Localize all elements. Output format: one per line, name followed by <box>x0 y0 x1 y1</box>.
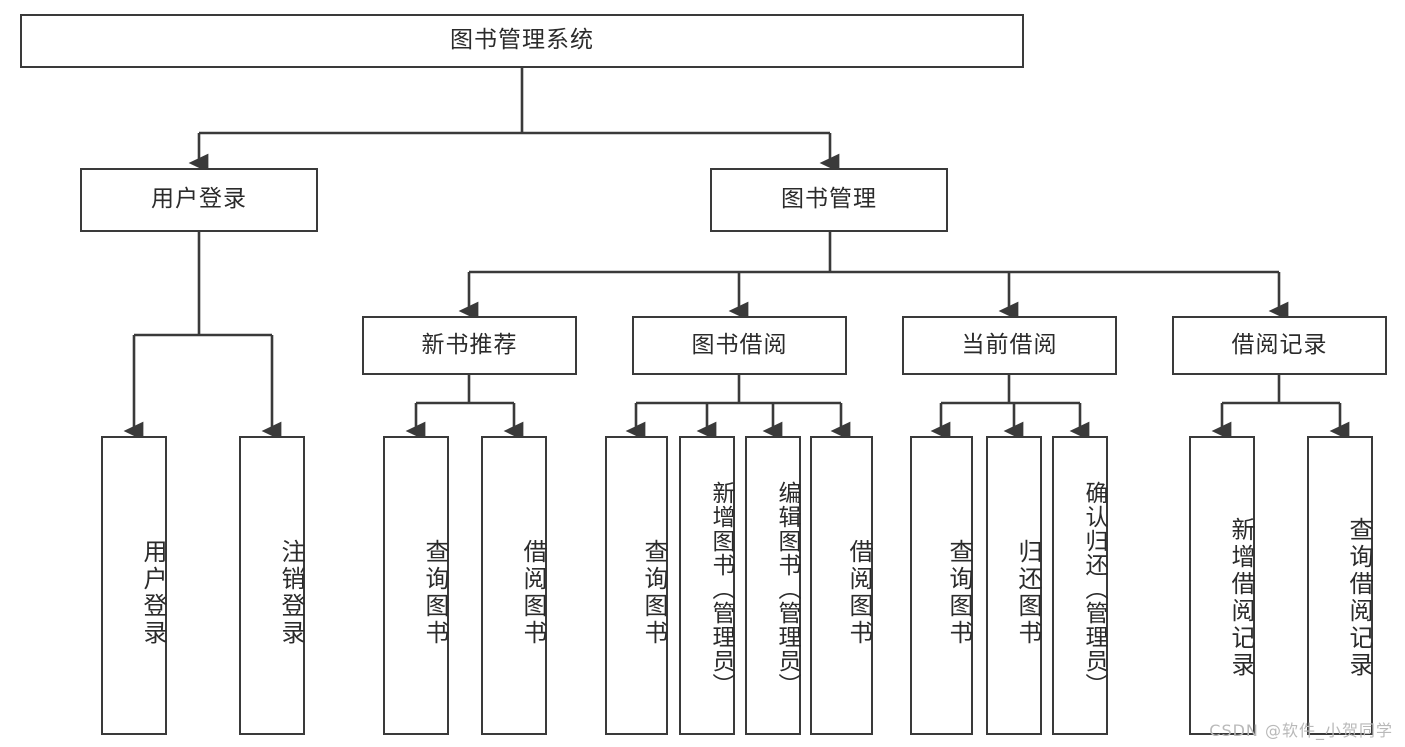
node-leaf-edit-book[interactable]: 编辑图书（管理员） <box>745 436 801 735</box>
node-leaf-add-record[interactable]: 新增借阅记录 <box>1189 436 1255 735</box>
node-leaf-user-login-label: 用户登录 <box>139 538 167 647</box>
node-leaf-add-record-label: 新增借阅记录 <box>1227 516 1255 679</box>
node-leaf-query-record[interactable]: 查询借阅记录 <box>1307 436 1373 735</box>
csdn-watermark: CSDN @软件_小贺同学 <box>1209 721 1393 740</box>
node-leaf-borrow-book-2-label: 借阅图书 <box>845 538 873 647</box>
node-book-management[interactable]: 图书管理 <box>710 168 948 232</box>
node-leaf-query-book-1-label: 查询图书 <box>421 538 449 647</box>
node-user-login[interactable]: 用户登录 <box>80 168 318 232</box>
node-root-label: 图书管理系统 <box>450 27 594 54</box>
node-leaf-logout-label: 注销登录 <box>277 538 305 647</box>
node-current-borrow-label: 当前借阅 <box>961 331 1058 358</box>
node-leaf-query-book-2[interactable]: 查询图书 <box>605 436 668 735</box>
node-leaf-edit-book-label: 编辑图书（管理员） <box>774 480 800 697</box>
node-leaf-return-book[interactable]: 归还图书 <box>986 436 1042 735</box>
node-borrow-record-label: 借阅记录 <box>1231 331 1328 358</box>
node-new-book-recommend-label: 新书推荐 <box>421 331 518 358</box>
node-leaf-borrow-book-1[interactable]: 借阅图书 <box>481 436 547 735</box>
node-leaf-borrow-book-2[interactable]: 借阅图书 <box>810 436 873 735</box>
node-book-management-label: 图书管理 <box>781 186 877 213</box>
node-leaf-confirm-return-label: 确认归还（管理员） <box>1081 480 1107 697</box>
node-leaf-query-record-label: 查询借阅记录 <box>1345 516 1373 679</box>
node-current-borrow[interactable]: 当前借阅 <box>902 316 1117 375</box>
node-book-borrow[interactable]: 图书借阅 <box>632 316 847 375</box>
node-book-borrow-label: 图书借阅 <box>691 331 788 358</box>
node-leaf-return-book-label: 归还图书 <box>1014 538 1042 647</box>
node-leaf-borrow-book-1-label: 借阅图书 <box>519 538 547 647</box>
node-leaf-query-book-2-label: 查询图书 <box>640 538 668 647</box>
node-root[interactable]: 图书管理系统 <box>20 14 1024 68</box>
node-leaf-add-book[interactable]: 新增图书（管理员） <box>679 436 735 735</box>
node-leaf-logout[interactable]: 注销登录 <box>239 436 305 735</box>
node-leaf-query-book-3[interactable]: 查询图书 <box>910 436 973 735</box>
node-borrow-record[interactable]: 借阅记录 <box>1172 316 1387 375</box>
node-leaf-confirm-return[interactable]: 确认归还（管理员） <box>1052 436 1108 735</box>
node-user-login-label: 用户登录 <box>151 186 247 213</box>
node-leaf-query-book-1[interactable]: 查询图书 <box>383 436 449 735</box>
node-leaf-add-book-label: 新增图书（管理员） <box>708 480 734 697</box>
node-new-book-recommend[interactable]: 新书推荐 <box>362 316 577 375</box>
node-leaf-query-book-3-label: 查询图书 <box>945 538 973 647</box>
node-leaf-user-login[interactable]: 用户登录 <box>101 436 167 735</box>
